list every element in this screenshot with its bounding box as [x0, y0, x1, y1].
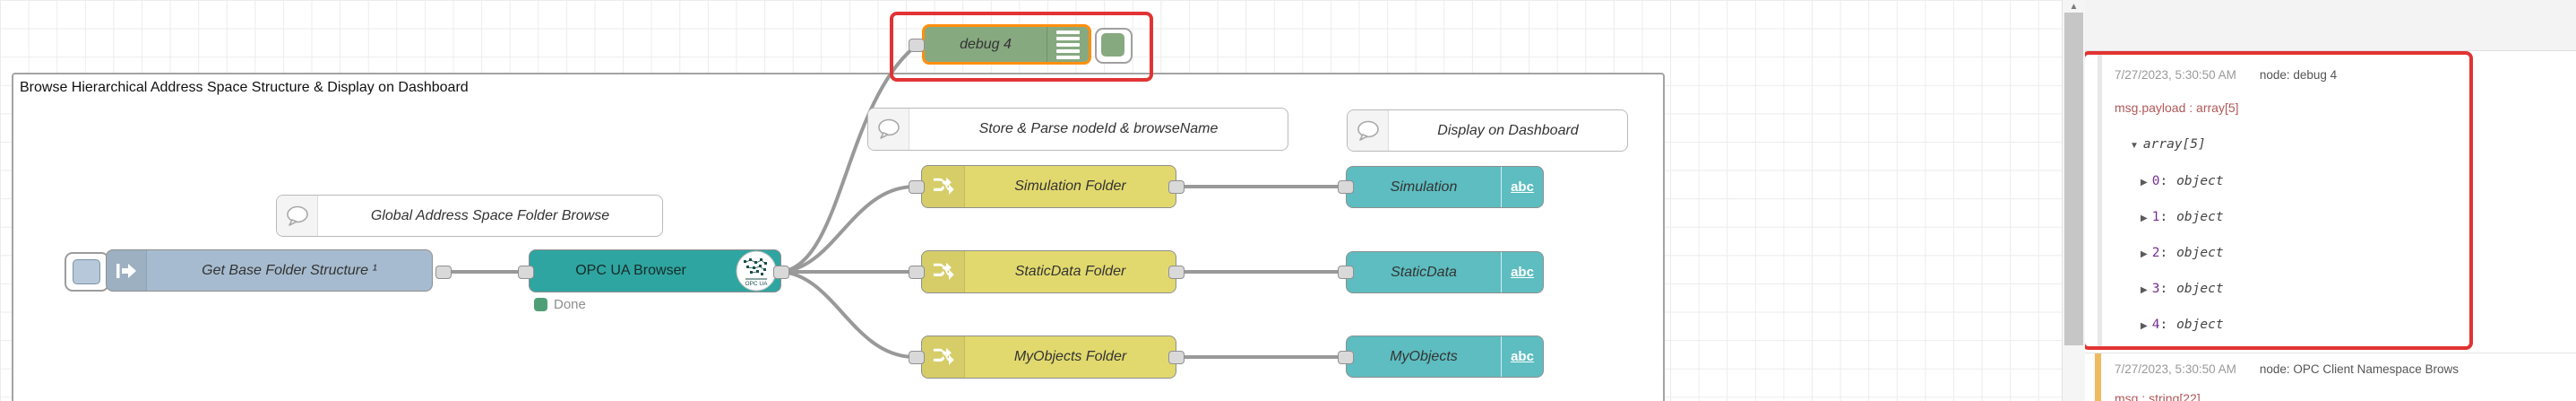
comment-bubble-icon — [868, 109, 909, 150]
switch-node-label: StaticData Folder — [1014, 264, 1126, 279]
expand-arrow-icon[interactable]: ▶ — [2141, 321, 2148, 331]
status-text: Done — [554, 297, 586, 312]
debug-array-item[interactable]: ▶2:object — [2141, 246, 2224, 260]
sidebar-header-area — [2085, 0, 2576, 51]
opcua-browser-node[interactable]: OPC UA Browser — [529, 249, 781, 292]
scrollbar-up-arrow[interactable]: ▲ — [2069, 2, 2079, 12]
opcua-status: Done — [534, 297, 586, 312]
debug-array-item[interactable]: ▶4:object — [2141, 318, 2224, 332]
annotation-box-debug-output — [2085, 51, 2473, 350]
switch-icon — [922, 166, 965, 207]
comment-label: Display on Dashboard — [1437, 122, 1579, 138]
item-type: object — [2176, 282, 2224, 296]
item-type: object — [2176, 318, 2224, 332]
item-key: 1 — [2151, 210, 2160, 224]
debug-array-item[interactable]: ▶0:object — [2141, 174, 2224, 188]
debug-msg2-timestamp: 7/27/2023, 5:30:50 AM — [2115, 362, 2236, 376]
inject-button-inner — [73, 259, 100, 284]
opcua-icon-text: OPC UA — [745, 281, 769, 287]
abc-icon: abc — [1501, 336, 1543, 377]
switch-node-label: MyObjects Folder — [1013, 349, 1127, 364]
switch-output-port[interactable] — [1168, 351, 1185, 364]
switch-node-label: Simulation Folder — [1014, 179, 1126, 194]
debug-sidebar: 7/27/2023, 5:30:50 AM node: debug 4 msg.p… — [2085, 0, 2576, 401]
inject-button[interactable] — [65, 252, 109, 292]
comment-bubble-icon — [1348, 110, 1389, 151]
debug-msg1-payload-path: msg.payload : array[5] — [2115, 100, 2239, 115]
debug-msg1-node: node: debug 4 — [2259, 68, 2338, 82]
message-left-border — [2098, 54, 2102, 350]
comment-global-address-space[interactable]: Global Address Space Folder Browse — [276, 195, 663, 237]
sidebar-scrollbar[interactable]: ▲ — [2062, 0, 2085, 401]
inject-output-port[interactable] — [435, 266, 452, 279]
dashboard-node-label: Simulation — [1390, 179, 1458, 195]
debug-array-item[interactable]: ▶3:object — [2141, 282, 2224, 296]
dashboard-node-label: StaticData — [1391, 264, 1457, 280]
expand-arrow-icon[interactable]: ▶ — [2141, 214, 2148, 223]
comment-bubble-icon — [277, 196, 318, 236]
group-title: Browse Hierarchical Address Space Struct… — [20, 80, 469, 95]
expand-arrow-icon[interactable]: ▶ — [2141, 249, 2148, 259]
item-key: 0 — [2151, 174, 2160, 188]
switch-output-port[interactable] — [1168, 180, 1185, 194]
inject-node-label: Get Base Folder Structure ¹ — [202, 262, 377, 278]
message2-orange-border — [2095, 353, 2101, 401]
switch-input-port[interactable] — [909, 180, 925, 194]
abc-icon: abc — [1501, 167, 1543, 207]
item-type: object — [2176, 210, 2224, 224]
collapse-arrow-icon[interactable]: ▼ — [2130, 141, 2139, 151]
item-type: object — [2176, 246, 2224, 260]
debug-msg2-node: node: OPC Client Namespace Brows — [2259, 362, 2459, 376]
debug-toggle-inner — [1101, 33, 1124, 57]
status-dot — [534, 298, 547, 311]
comment-label: Store & Parse nodeId & browseName — [978, 121, 1219, 136]
debug-array-root[interactable]: ▼array[5] — [2130, 137, 2206, 152]
opcua-output-port[interactable] — [773, 266, 789, 279]
switch-icon — [922, 336, 965, 378]
item-key: 2 — [2151, 246, 2160, 260]
dashboard-node-label: MyObjects — [1390, 348, 1458, 364]
array-root-label: array[5] — [2142, 137, 2206, 152]
debug-msg2-meta: 7/27/2023, 5:30:50 AM node: OPC Client Na… — [2115, 362, 2459, 376]
dashboard-node-simulation[interactable]: Simulation abc — [1346, 166, 1544, 208]
switch-node-simulation[interactable]: Simulation Folder — [921, 165, 1176, 208]
switch-input-port[interactable] — [909, 266, 925, 279]
switch-icon — [922, 251, 965, 292]
abc-icon: abc — [1501, 252, 1543, 292]
debug-array-item[interactable]: ▶1:object — [2141, 210, 2224, 224]
expand-arrow-icon[interactable]: ▶ — [2141, 285, 2148, 295]
debug-node-label: debug 4 — [960, 36, 1012, 52]
switch-input-port[interactable] — [909, 351, 925, 364]
comment-display-dashboard[interactable]: Display on Dashboard — [1347, 109, 1628, 152]
expand-arrow-icon[interactable]: ▶ — [2141, 178, 2148, 187]
debug-node[interactable]: debug 4 — [922, 24, 1091, 65]
opcua-logo-icon: OPC UA — [732, 250, 780, 292]
scrollbar-thumb[interactable] — [2064, 13, 2083, 345]
opcua-input-port[interactable] — [518, 266, 534, 279]
comment-label: Global Address Space Folder Browse — [370, 207, 610, 223]
debug-enable-toggle[interactable] — [1095, 28, 1133, 64]
item-key: 4 — [2151, 318, 2160, 332]
wires-layer — [442, 45, 1346, 359]
debug-list-icon — [1047, 27, 1089, 62]
inject-node[interactable]: Get Base Folder Structure ¹ — [106, 249, 433, 292]
flow-canvas[interactable]: Browse Hierarchical Address Space Struct… — [0, 0, 2062, 401]
switch-node-staticdata[interactable]: StaticData Folder — [921, 250, 1176, 293]
dashboard-input-port[interactable] — [1338, 180, 1354, 194]
item-type: object — [2176, 174, 2224, 188]
dashboard-input-port[interactable] — [1338, 351, 1354, 364]
comment-store-parse[interactable]: Store & Parse nodeId & browseName — [867, 108, 1288, 151]
dashboard-input-port[interactable] — [1338, 266, 1354, 279]
inject-arrow-icon — [107, 250, 147, 291]
debug-msg2-payload-path: msg : string[22] — [2115, 391, 2201, 401]
debug-msg1-timestamp: 7/27/2023, 5:30:50 AM — [2115, 68, 2236, 82]
dashboard-node-myobjects[interactable]: MyObjects abc — [1346, 336, 1544, 378]
switch-node-myobjects[interactable]: MyObjects Folder — [921, 336, 1176, 379]
switch-output-port[interactable] — [1168, 266, 1185, 279]
item-key: 3 — [2151, 282, 2160, 296]
debug-msg1-meta: 7/27/2023, 5:30:50 AM node: debug 4 — [2115, 68, 2337, 82]
opcua-node-label: OPC UA Browser — [575, 263, 686, 278]
dashboard-node-staticdata[interactable]: StaticData abc — [1346, 251, 1544, 293]
debug-input-port[interactable] — [909, 39, 925, 52]
